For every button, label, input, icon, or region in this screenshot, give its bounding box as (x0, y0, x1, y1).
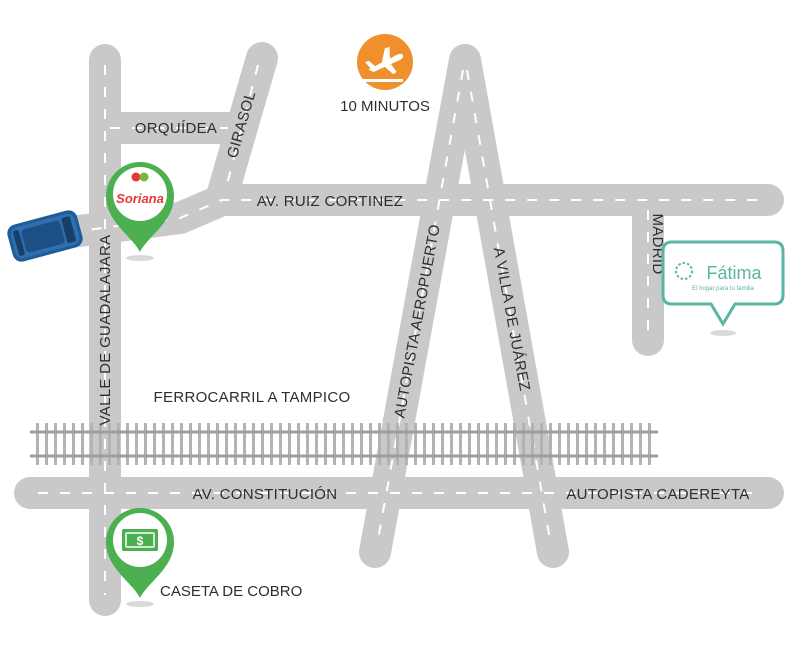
label-valle-de-guadalajara: VALLE DE GUADALAJARA (97, 235, 114, 426)
rail-tie (459, 423, 462, 465)
rail-tie (108, 423, 111, 465)
soriana-logo-text: Soriana (116, 191, 164, 206)
rail-tie (144, 423, 147, 465)
label-ruiz-cortinez: AV. RUIZ CORTINEZ (257, 193, 404, 210)
rail-tie (333, 423, 336, 465)
soriana-logo-icon: Soriana (116, 172, 164, 206)
rail-tie (90, 423, 93, 465)
rail-tie (126, 423, 129, 465)
rail-tie (396, 423, 399, 465)
svg-text:$: $ (137, 534, 144, 548)
money-bill-icon: $ (122, 529, 158, 551)
rail-tie (405, 423, 408, 465)
lane-markings (38, 64, 760, 595)
label-autopista-cadereyta: AUTOPISTA CADEREYTA (566, 486, 749, 503)
rail-tie (216, 423, 219, 465)
rail-tie (639, 423, 642, 465)
rail-tie (513, 423, 516, 465)
rail-tie (531, 423, 534, 465)
rail-tie (423, 423, 426, 465)
rail-tie (342, 423, 345, 465)
rail-tie (558, 423, 561, 465)
rail-tie (369, 423, 372, 465)
street-labels: ORQUÍDEA GIRASOL AV. RUIZ CORTINEZ MADRI… (97, 89, 749, 503)
rail-tie (630, 423, 633, 465)
car-icon[interactable] (5, 208, 84, 263)
fatima-logo-icon (675, 262, 693, 280)
fatima-pin[interactable]: Fátima El hogar para tu familia (661, 240, 785, 336)
rail-tie (99, 423, 102, 465)
rail-tie (243, 423, 246, 465)
rail-tie (117, 423, 120, 465)
rail-tie (252, 423, 255, 465)
airport-marker: 10 MINUTOS (340, 34, 430, 115)
rail-tie (585, 423, 588, 465)
rail-tie (450, 423, 453, 465)
rail-tie (621, 423, 624, 465)
rail-tie (648, 423, 651, 465)
rail-tie (153, 423, 156, 465)
rail-tie (36, 423, 39, 465)
rail-tie (315, 423, 318, 465)
label-av-constitucion: AV. CONSTITUCIÓN (193, 486, 338, 503)
rail-tie (504, 423, 507, 465)
rail-tie (486, 423, 489, 465)
rail-tie (288, 423, 291, 465)
rail-tie (180, 423, 183, 465)
rail-tie (270, 423, 273, 465)
rail-tie (63, 423, 66, 465)
rail-tie (324, 423, 327, 465)
rail-tie (360, 423, 363, 465)
label-orquidea: ORQUÍDEA (135, 120, 217, 137)
rail-tie (540, 423, 543, 465)
fatima-name: Fátima (706, 263, 762, 283)
rail-tie (522, 423, 525, 465)
rail-tie (477, 423, 480, 465)
rail-tie (378, 423, 381, 465)
fatima-tagline: El hogar para tu familia (692, 286, 754, 292)
rail-tie (567, 423, 570, 465)
rail-tie (432, 423, 435, 465)
rail-tie (297, 423, 300, 465)
rail-tie (576, 423, 579, 465)
rail-tie (207, 423, 210, 465)
rail-tie (414, 423, 417, 465)
rail-tie (225, 423, 228, 465)
rail-tie (549, 423, 552, 465)
caseta-pin[interactable]: $ CASETA DE COBRO (106, 508, 302, 607)
rail-tie (234, 423, 237, 465)
rail-tie (594, 423, 597, 465)
rail-tie (189, 423, 192, 465)
rail-tie (495, 423, 498, 465)
rail-tie (72, 423, 75, 465)
airport-time-label: 10 MINUTOS (340, 98, 430, 115)
label-ferrocarril-a-tampico: FERROCARRIL A TAMPICO (154, 389, 351, 406)
rail-tie (261, 423, 264, 465)
rail-tie (351, 423, 354, 465)
rail-tie (306, 423, 309, 465)
rail-tie (198, 423, 201, 465)
rail-tie (468, 423, 471, 465)
rail-tie (612, 423, 615, 465)
rail-tie (162, 423, 165, 465)
road-girasol (206, 42, 278, 212)
rail-tie (135, 423, 138, 465)
soriana-pin[interactable]: Soriana (106, 162, 174, 261)
rail-tie (45, 423, 48, 465)
rail-tie (171, 423, 174, 465)
caseta-label: CASETA DE COBRO (160, 583, 302, 600)
rail-tie (54, 423, 57, 465)
rail-tie (279, 423, 282, 465)
rail-tie (81, 423, 84, 465)
rail-tie (387, 423, 390, 465)
rail-tie (441, 423, 444, 465)
railroad-track (30, 423, 658, 465)
rail-tie (603, 423, 606, 465)
